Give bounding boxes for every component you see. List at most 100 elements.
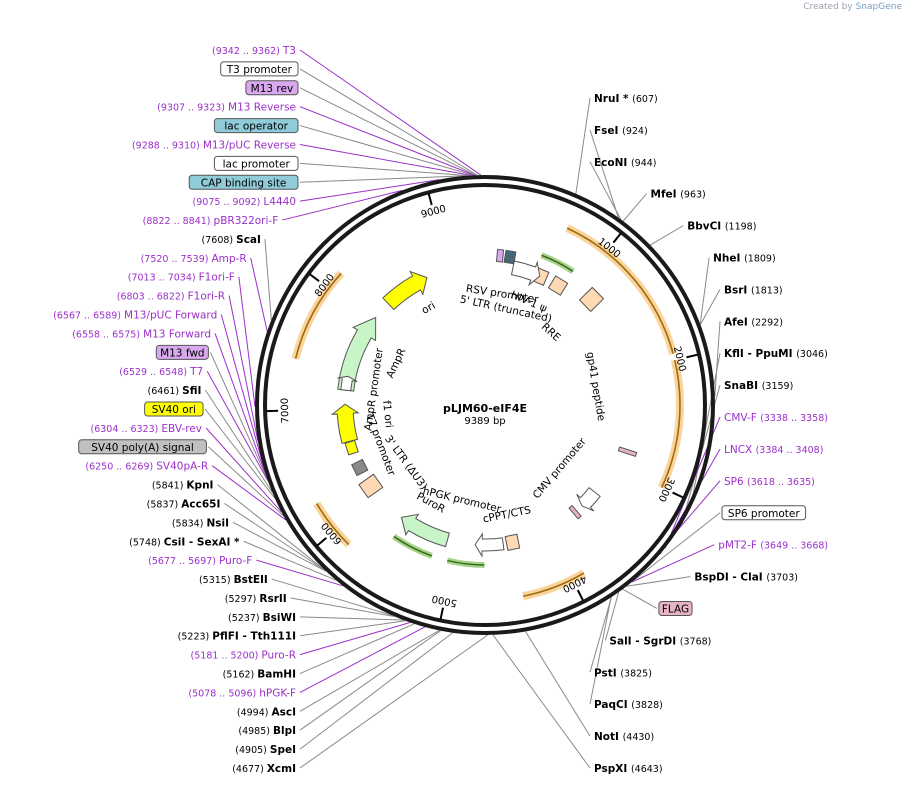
lbl-bsiwi: (5237) BsiWI — [228, 612, 296, 624]
rsv-block — [503, 249, 517, 265]
feature-name: SV40 poly(A) signal — [91, 442, 194, 454]
label-text: (5315) BstEII — [199, 574, 268, 586]
lbl-bbvci: BbvCI (1198) — [687, 221, 756, 233]
label-text: (6529 .. 6548) T7 — [119, 366, 203, 378]
lbl-pspxi: PspXI (4643) — [594, 763, 663, 775]
feature-band-core — [294, 272, 342, 359]
lbl-amp-r: (7520 .. 7539) Amp-R — [141, 253, 247, 265]
label-text: (5237) BsiWI — [228, 612, 296, 624]
label-lines — [204, 49, 721, 769]
lbl-f1ori-f: (7013 .. 7034) F1ori-F — [128, 272, 235, 284]
label-line — [299, 620, 406, 637]
label-line — [299, 125, 474, 176]
tick-mark — [316, 537, 327, 547]
label-text: (5162) BamHI — [223, 669, 296, 681]
label-line — [282, 189, 403, 221]
label-line — [211, 465, 287, 521]
label-line — [299, 49, 482, 176]
feature-box — [213, 118, 299, 134]
tick-mark — [672, 491, 684, 499]
lbl-lac-operator: lac operator — [213, 118, 299, 134]
f1-ori-arrow — [330, 403, 360, 444]
feature-green-core — [541, 254, 574, 272]
label-text: (5223) PflFI - Tth111I — [178, 631, 296, 643]
label-line — [214, 333, 268, 478]
feature-name: lac operator — [224, 121, 288, 133]
lbl-m13-reverse: (9307 .. 9323) M13 Reverse — [157, 102, 296, 114]
feature-label-feat-rre: RRE — [539, 321, 563, 344]
label-line — [589, 161, 622, 220]
label-line — [217, 484, 326, 571]
credit-prefix: Created by — [803, 2, 853, 12]
lbl-cap-site: CAP binding site — [188, 174, 299, 190]
lbl-m13-puc-reverse: (9288 .. 9310) M13/pUC Reverse — [132, 139, 296, 151]
feature-name: SP6 promoter — [728, 508, 800, 520]
label-line — [714, 321, 721, 397]
label-text: (5837) Acc65I — [147, 498, 221, 510]
flag-block — [568, 504, 582, 520]
tick-mark — [308, 273, 320, 282]
lbl-puro-f: (5677 .. 5697) Puro-F — [148, 555, 252, 567]
lbl-hpgk-f: (5078 .. 5096) hPGK-F — [188, 687, 296, 699]
label-text: (6461) SfiI — [148, 385, 202, 397]
label-line — [631, 544, 715, 583]
label-line — [256, 559, 344, 587]
label-text: (9342 .. 9362) T3 — [212, 45, 296, 57]
lbl-pmt2-f: pMT2-F (3649 .. 3668) — [718, 540, 828, 552]
label-line — [622, 193, 647, 222]
label-line — [299, 623, 415, 674]
label-text: (5834) NsiI — [172, 517, 229, 529]
lbl-asci: (4994) AscI — [237, 706, 296, 718]
gp41-block — [617, 446, 638, 457]
label-text: (5748) CsiI - SexAI * — [129, 536, 240, 548]
label-text: (4994) AscI — [237, 706, 296, 718]
feature-name: CAP binding site — [201, 177, 287, 189]
feature-box — [155, 344, 209, 360]
label-text: MfeI (963) — [651, 189, 706, 201]
feature-box — [188, 174, 299, 190]
label-line — [589, 129, 619, 218]
label-line — [224, 503, 327, 572]
lbl-lac-promoter: lac promoter — [213, 155, 299, 171]
label-text: BbvCI (1198) — [687, 221, 756, 233]
label-line — [232, 521, 327, 572]
lbl-pbr322ori-f: (8822 .. 8841) pBR322ori-F — [143, 215, 279, 227]
label-line — [299, 621, 411, 656]
label-text: (8822 .. 8841) pBR322ori-F — [143, 215, 279, 227]
label-line — [626, 576, 691, 587]
tick-label: 5000 — [431, 592, 458, 608]
lbl-scai: (7608) ScaI — [202, 234, 261, 246]
rsv-promoter-arrow — [510, 260, 541, 287]
label-text: pMT2-F (3649 .. 3668) — [718, 540, 828, 552]
label-line — [299, 616, 404, 621]
feature-band — [565, 224, 678, 355]
feature-name: SV40 ori — [152, 404, 196, 416]
sv40-ori-block — [344, 439, 359, 456]
label-line — [299, 175, 465, 183]
label-text: KflI - PpuMI (3046) — [724, 348, 828, 360]
label-line — [589, 597, 612, 673]
rre-block — [578, 286, 605, 313]
lbl-cmv-f: CMV-F (3338 .. 3358) — [724, 412, 828, 424]
lbl-t3: (9342 .. 9362) T3 — [212, 45, 296, 57]
feature-label-feat-ampr: AmpR — [384, 346, 408, 379]
label-line — [220, 314, 267, 476]
feature-label-feat-ori: ori — [420, 300, 438, 317]
label-line — [525, 631, 591, 737]
label-line — [299, 87, 477, 176]
lbl-lncx: LNCX (3384 .. 3408) — [724, 444, 823, 456]
lbl-bspdi: BspDI - ClaI (3703) — [694, 572, 798, 584]
label-line — [699, 257, 710, 325]
lbl-paqci: PaqCI (3828) — [594, 699, 663, 711]
feature-arcs — [291, 224, 684, 601]
lbl-snabi: SnaBI (3159) — [724, 380, 793, 392]
lbl-acc65i: (5837) Acc65I — [147, 498, 221, 510]
label-line — [299, 629, 440, 712]
lbl-bsteii: (5315) BstEII — [199, 574, 268, 586]
snapgene-credit: Created by SnapGene — [803, 2, 902, 12]
label-text: BspDI - ClaI (3703) — [694, 572, 798, 584]
label-line — [299, 632, 454, 750]
plasmid-name: pLJM60-eIF4E — [443, 402, 527, 415]
label-line — [204, 408, 276, 499]
feature-band — [658, 359, 684, 490]
